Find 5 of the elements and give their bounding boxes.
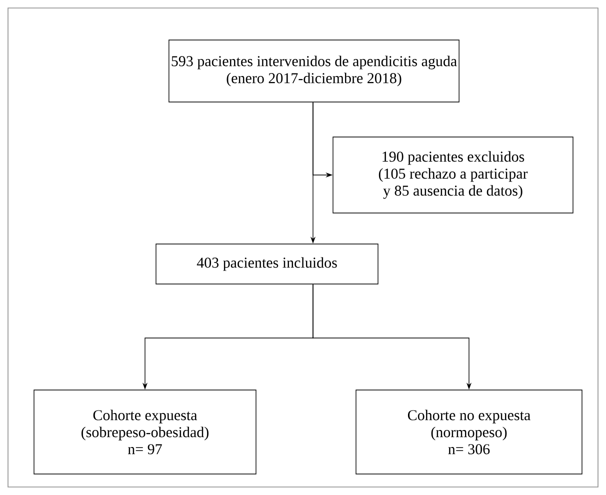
flow-box: 403 pacientes incluidos [156, 244, 378, 284]
flow-box: 593 pacientes intervenidos de apendicitis aguda (enero 2017-diciembre 2018) [168, 40, 460, 102]
flow-box: 190 pacientes excluidos (105 rechazo a participar y 85 ausencia de datos) [332, 136, 574, 214]
flow-box: Cohorte no expuesta (normopeso) n= 306 [356, 390, 582, 474]
flow-box: Cohorte expuesta (sobrepeso-obesidad) n= 97 [34, 390, 256, 474]
